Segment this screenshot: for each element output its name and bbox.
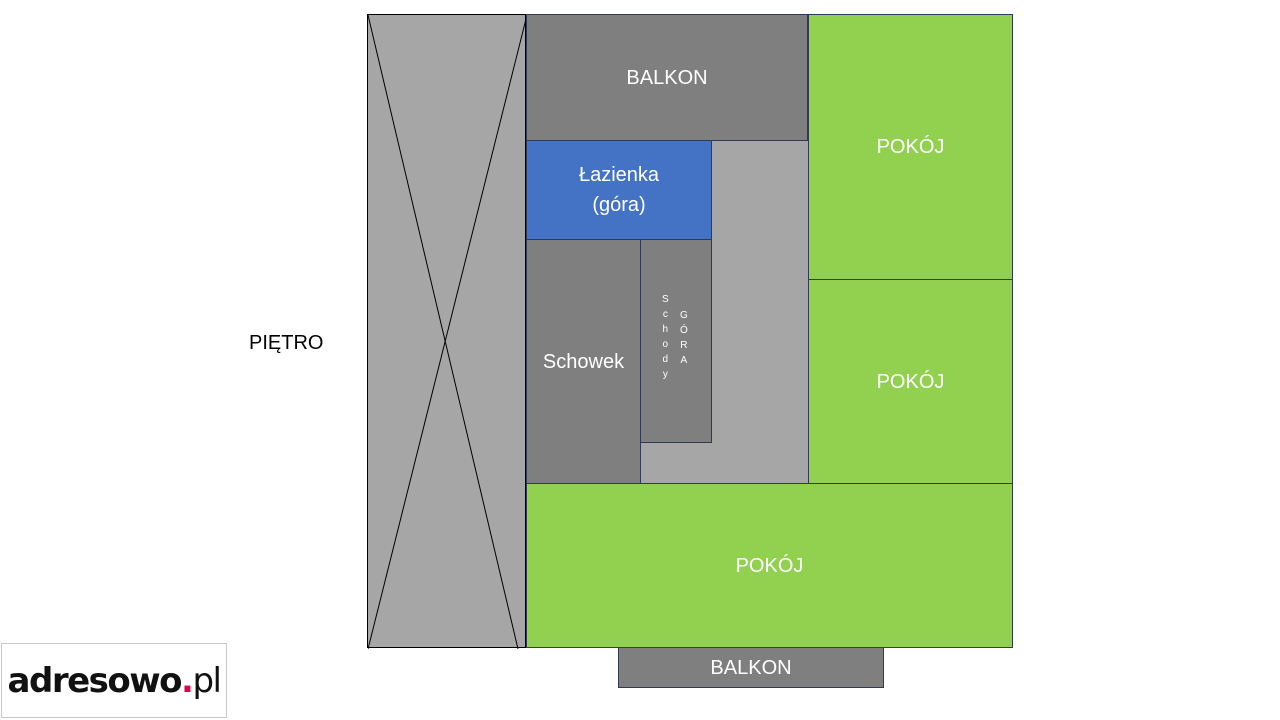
room-top-right-label: POKÓJ: [876, 136, 945, 158]
room-mid-right: POKÓJ: [808, 279, 1013, 484]
bathroom-label-line1: Łazienka: [578, 164, 660, 186]
room-bottom: POKÓJ: [526, 483, 1013, 648]
room-mid-right-label: POKÓJ: [876, 370, 945, 393]
bathroom: Łazienka (góra): [526, 140, 712, 240]
stairs-word-gora: G Ó R A: [680, 310, 688, 366]
balcony-bottom-label: BALKON: [710, 656, 792, 679]
balcony-top: BALKON: [526, 14, 808, 141]
stairs-up: [640, 239, 712, 443]
room-top-right: POKÓJ: [808, 14, 1013, 280]
logo-tld: pl: [192, 660, 222, 701]
room-bottom-label: POKÓJ: [735, 554, 804, 577]
logo-name: adresowo: [7, 660, 183, 701]
floor-label: PIĘTRO: [249, 332, 324, 354]
open-space-void: [367, 14, 527, 649]
stairs-word-schody: S c h o d y: [662, 294, 669, 380]
void-cross-lines: [368, 15, 527, 649]
storage-label: Schowek: [542, 351, 625, 373]
adresowo-logo[interactable]: adresowo.pl: [1, 643, 227, 718]
balcony-bottom: BALKON: [618, 647, 884, 688]
balcony-top-label: BALKON: [626, 66, 708, 89]
bathroom-label-line2: (góra): [592, 194, 646, 216]
storage: Schowek: [526, 239, 641, 485]
logo-dot: .: [181, 660, 194, 701]
